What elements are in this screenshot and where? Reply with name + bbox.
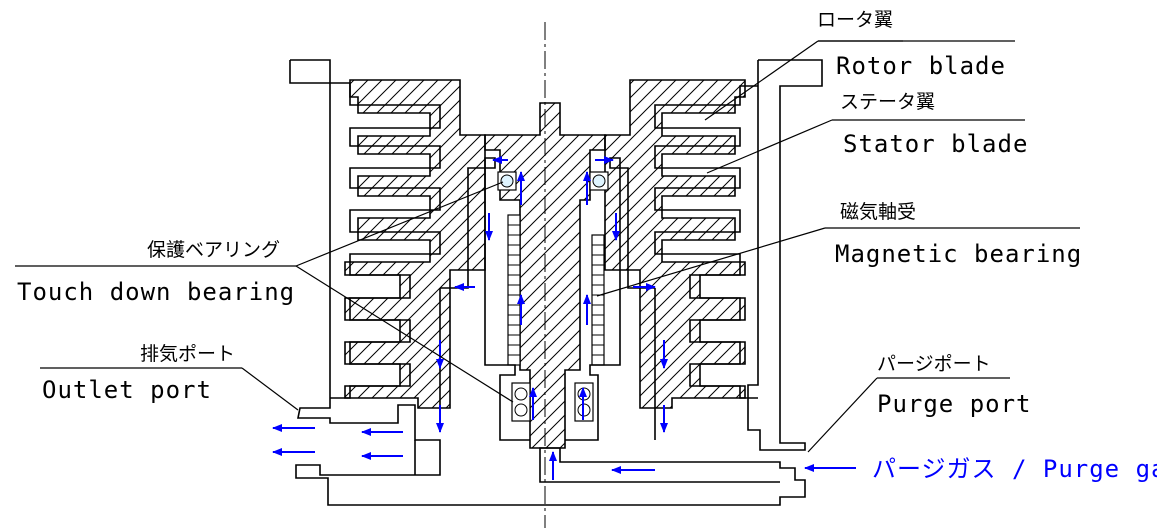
label-outlet-port-en: Outlet port bbox=[42, 376, 212, 404]
touchdown-bearing-lower-left bbox=[511, 382, 531, 422]
leader-lines bbox=[15, 40, 1080, 453]
rotor-right bbox=[604, 79, 746, 409]
touchdown-bearing-upper-right bbox=[589, 171, 609, 191]
label-touchdown-bearing-en: Touch down bearing bbox=[17, 278, 295, 306]
pump-housing bbox=[289, 59, 823, 506]
label-rotor-blade-en: Rotor blade bbox=[836, 52, 1006, 80]
purge-flow-arrows bbox=[272, 156, 856, 480]
touchdown-bearing-upper-left bbox=[497, 171, 517, 191]
label-touchdown-bearing-jp: 保護ベアリング bbox=[147, 239, 280, 261]
label-magnetic-bearing-en: Magnetic bearing bbox=[835, 240, 1082, 268]
label-purge-gas: パージガス / Purge gas bbox=[872, 455, 1157, 483]
labels: ロータ翼 Rotor blade ステータ翼 Stator blade 磁気軸受… bbox=[17, 9, 1157, 483]
magnetic-bearing-left bbox=[507, 214, 521, 366]
magnetic-bearing-right-lines bbox=[592, 244, 604, 356]
magnetic-bearing-left-lines bbox=[508, 224, 520, 356]
label-stator-blade-en: Stator blade bbox=[843, 130, 1028, 158]
rotor-left bbox=[344, 79, 486, 409]
label-purge-port-jp: パージポート bbox=[877, 353, 991, 375]
label-stator-blade-jp: ステータ翼 bbox=[840, 91, 935, 113]
label-outlet-port-jp: 排気ポート bbox=[140, 343, 235, 365]
label-rotor-blade-jp: ロータ翼 bbox=[817, 9, 893, 31]
label-purge-port-en: Purge port bbox=[877, 390, 1032, 418]
label-magnetic-bearing-jp: 磁気軸受 bbox=[840, 201, 916, 223]
